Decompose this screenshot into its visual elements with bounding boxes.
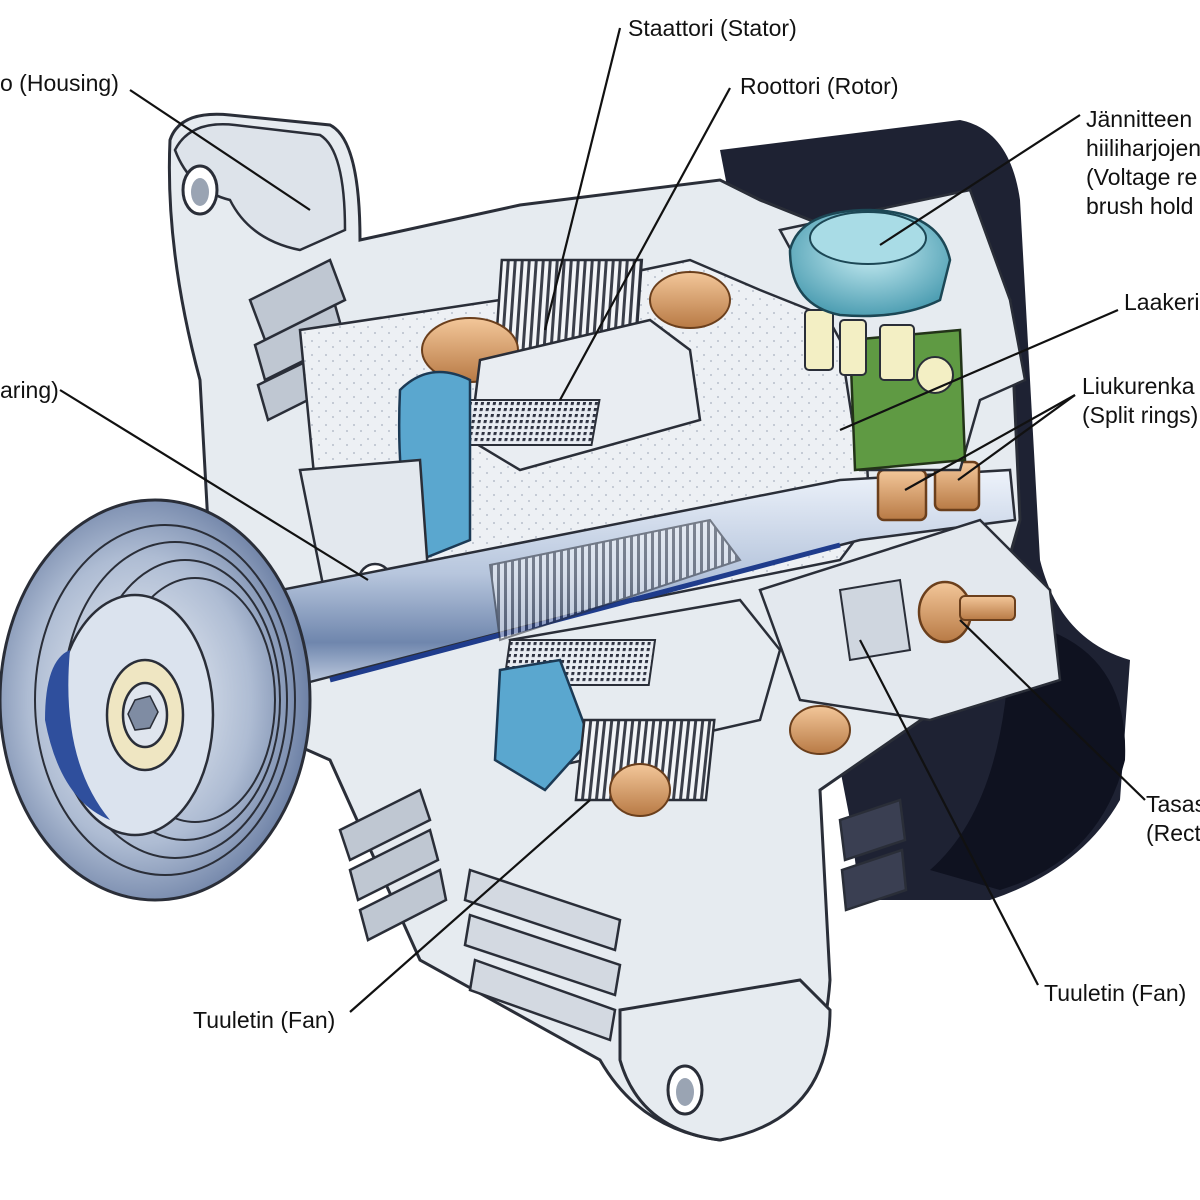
rectifier [758, 518, 1062, 722]
label-fan-right: Tuuletin (Fan) [1044, 980, 1187, 1006]
fan-fins-right [838, 798, 908, 912]
label-stator: Staattori (Stator) [628, 15, 797, 41]
rotor-knurl [488, 518, 742, 642]
claw-pole-lower [493, 658, 592, 792]
label-bearing-right: Laakeri [1124, 289, 1200, 315]
label-split-rings: Liukurenka (Split rings) [1082, 373, 1199, 428]
label-rectifier: Tasas (Rect [1146, 791, 1200, 846]
label-fan-left: Tuuletin (Fan) [193, 1007, 336, 1033]
brush-terminals [804, 309, 915, 381]
leader-lines [59, 27, 1146, 1013]
label-housing: o (Housing) [0, 70, 119, 96]
label-voltage-regulator: Jännitteen hiiliharjojen (Voltage re bru… [1086, 106, 1200, 219]
pulley [0, 498, 312, 902]
stator-windings-lower [609, 705, 851, 817]
label-bearing-left: aring) [0, 377, 59, 403]
fan-fins-front [463, 868, 622, 1042]
label-rotor: Roottori (Rotor) [740, 73, 899, 99]
fan-fins-left [338, 788, 448, 942]
rectifier-diode [917, 580, 1016, 644]
